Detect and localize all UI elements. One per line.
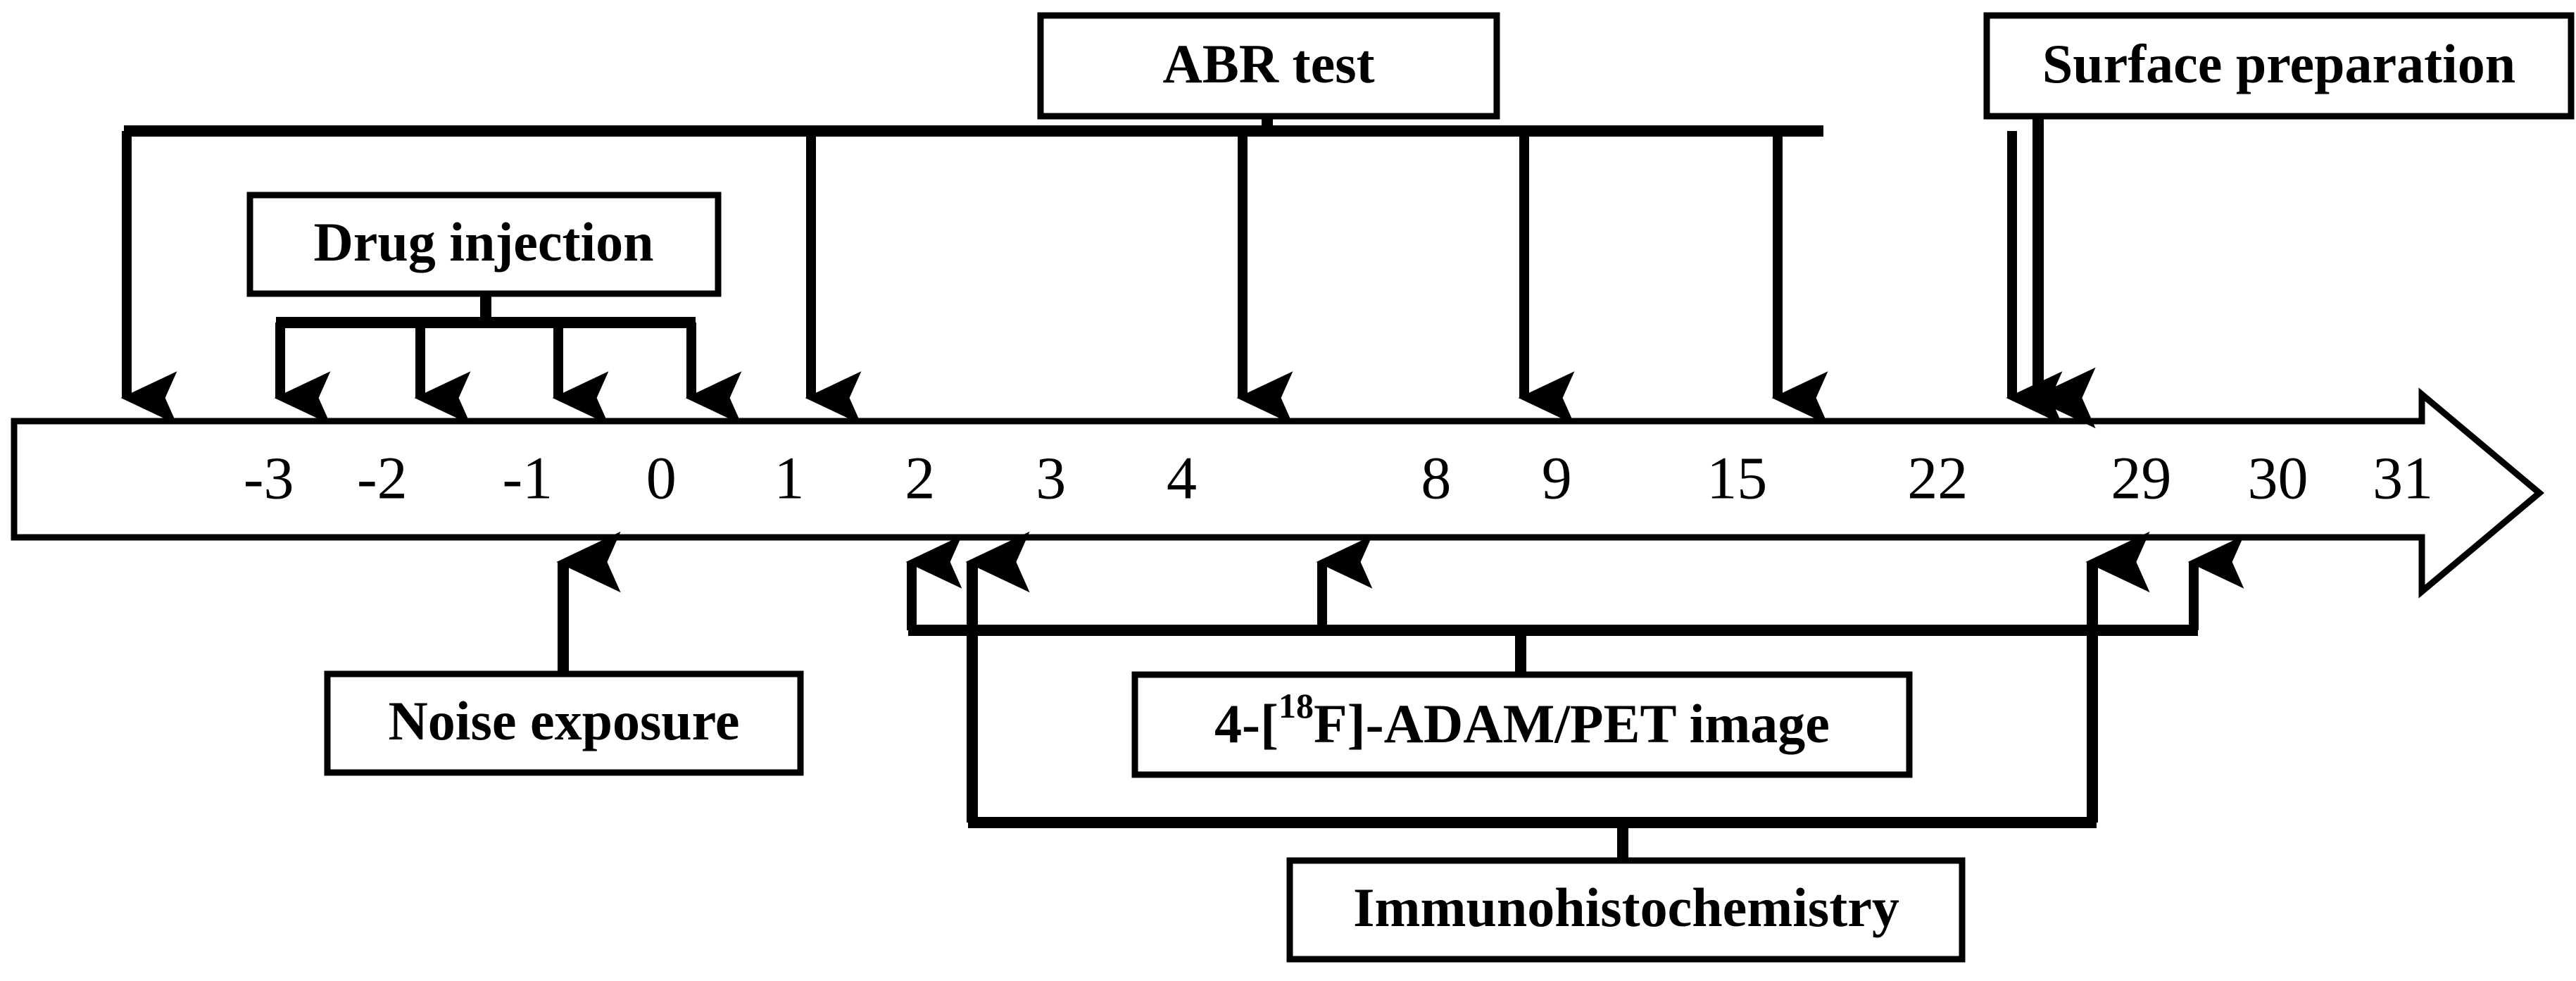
noise-exposure-box-rect [324,670,804,776]
adam-pet-box-rect [1131,671,1913,778]
drug-injection-box-rect [246,192,722,297]
surface-preparation-label: Surface preparation [2042,33,2515,94]
timeline-tick-0: 0 [646,444,677,512]
adam-pet-box[interactable]: 4-[18F]-ADAM/PET image [1131,671,1913,778]
abr-test-connector-group [120,116,2063,425]
surface-preparation-box[interactable]: Surface preparation [1983,12,2575,120]
adam-pet-label-pre: 4-[ [1214,693,1278,754]
abr-test-label: ABR test [1162,33,1374,94]
timeline-tick-2: 2 [905,444,935,512]
immunohistochemistry-box-rect [1286,857,1966,963]
drug-injection-connector-group [274,292,742,425]
timeline-tick-1: 1 [774,444,805,512]
adam-pet-connector-group [905,535,2244,675]
timeline-tick-9: 9 [1542,444,1572,512]
adam-pet-label-post: F]-ADAM/PET image [1314,693,1830,754]
timeline-tick-22: 22 [1907,444,1968,512]
abr-test-box[interactable]: ABR test [1037,12,1500,120]
timeline-tick-31: 31 [2373,444,2433,512]
immunohistochemistry-box[interactable]: Immunohistochemistry [1286,857,1966,963]
timeline-tick-neg1: -1 [502,444,553,512]
drug-injection-label: Drug injection [313,211,653,273]
timeline-tick-4: 4 [1167,444,1197,512]
surface-preparation-box-rect [1983,12,2575,120]
timeline-tick-neg2: -2 [357,444,408,512]
timeline-tick-30: 30 [2248,444,2308,512]
adam-pet-label-superscript: 18 [1278,686,1314,725]
timeline-tick-8: 8 [1421,444,1451,512]
immunohistochemistry-label: Immunohistochemistry [1353,877,1899,938]
drug-injection-box[interactable]: Drug injection [246,192,722,297]
abr-test-box-rect [1037,12,1500,120]
timeline-tick-neg3: -3 [244,444,294,512]
timeline-tick-labels: -3 -2 -1 0 1 2 3 4 8 9 15 22 29 30 31 [244,444,2433,512]
timeline-axis-arrow [11,387,2545,599]
noise-exposure-box[interactable]: Noise exposure [324,670,804,776]
adam-pet-label: 4-[18F]-ADAM/PET image [1214,686,1830,754]
noise-exposure-label: Noise exposure [388,690,739,751]
immunohistochemistry-connector-group [965,531,2150,861]
timeline-tick-29: 29 [2111,444,2171,512]
timeline-tick-15: 15 [1707,444,1767,512]
timeline-tick-3: 3 [1036,444,1066,512]
